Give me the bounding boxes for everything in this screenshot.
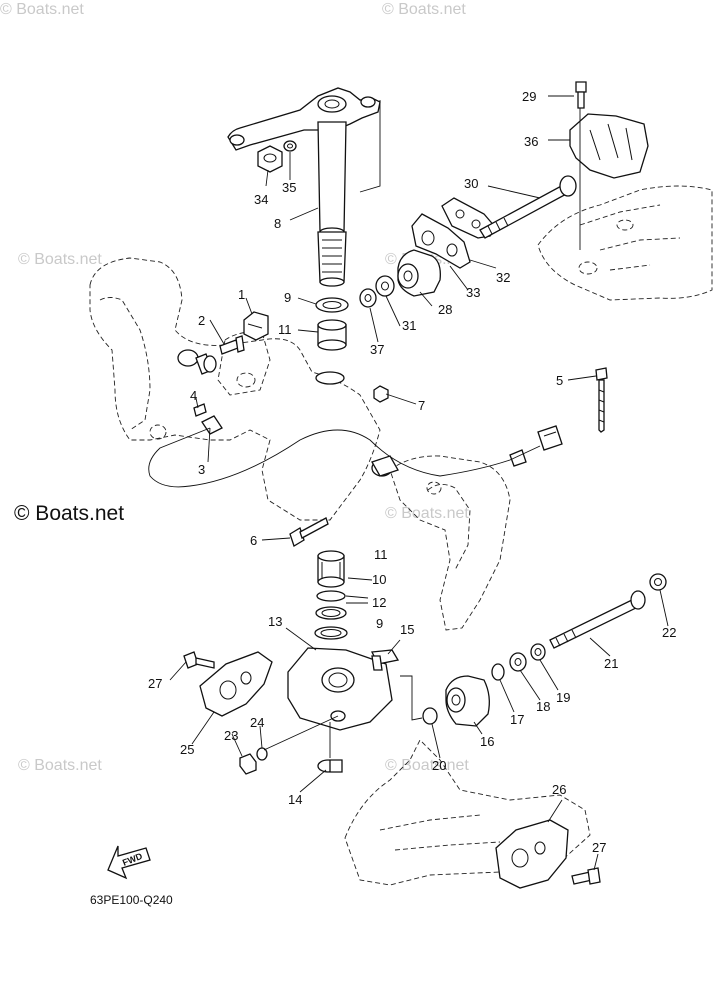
bolt-6 [289,517,329,547]
callout-15: 15 [400,622,414,637]
callout-11-lower: 11 [374,547,388,562]
watermark-layer: © Boats.net © Boats.net © Boats.net © Bo… [0,1,469,774]
housing-outlines [89,185,713,886]
callout-37: 37 [370,342,384,357]
callout-3: 3 [198,462,205,477]
callout-1: 1 [238,287,245,302]
callout-16: 16 [480,734,494,749]
callout-29: 29 [522,89,536,104]
callout-26: 26 [552,782,566,797]
callout-8: 8 [274,216,281,231]
watermark-prominent: © Boats.net [14,502,124,525]
wire-harness [148,403,563,488]
callout-11: 11 [278,322,292,337]
callout-5: 5 [556,373,563,388]
part-code: 63PE100-Q240 [90,893,173,907]
clip-and-bolt [177,311,269,375]
nut-and-washer [257,140,297,173]
upper-bushing [315,297,349,385]
watermark: © Boats.net [18,757,102,774]
watermark: © Boats.net [382,1,466,18]
callout-21: 21 [604,656,618,671]
callout-28: 28 [438,302,452,317]
callout-17: 17 [510,712,524,727]
leader-lines [169,95,669,871]
callout-30: 30 [464,176,478,191]
lower-bracket [287,647,400,731]
fwd-arrow: FWD [107,845,151,880]
lower-bushing-stack [314,550,348,640]
lower-mount-assembly [400,573,667,727]
callout-32: 32 [496,270,510,285]
callout-19: 19 [556,690,570,705]
callout-14: 14 [288,792,302,807]
callout-10: 10 [372,572,386,587]
watermark: © Boats.net [18,251,102,268]
callout-9: 9 [284,290,291,305]
callout-31: 31 [402,318,416,333]
watermark: © Boats.net [0,1,84,18]
callout-9-lower: 9 [376,616,383,631]
callout-12: 12 [372,595,386,610]
mount-cover [569,81,649,250]
callout-18: 18 [536,699,550,714]
right-cover [495,819,601,889]
clamp [317,722,343,773]
callout-25: 25 [180,742,194,757]
long-bolt [479,175,577,239]
small-nut [373,385,389,403]
callout-34: 34 [254,192,268,207]
steering-arm-assembly [227,87,381,287]
callout-27: 27 [148,676,162,691]
callout-20: 20 [432,758,446,773]
callout-4: 4 [190,388,197,403]
watermark: © Boats.net [385,757,469,774]
callout-36: 36 [524,134,538,149]
callout-22: 22 [662,625,676,640]
callout-24: 24 [250,715,264,730]
callout-35: 35 [282,180,296,195]
left-cover [183,651,339,775]
callout-6: 6 [250,533,257,548]
callouts: 1 2 3 4 5 6 7 8 9 11 11 10 12 9 13 14 15… [148,89,676,855]
cable-tie [595,367,608,433]
callout-7: 7 [418,398,425,413]
callout-33: 33 [466,285,480,300]
callout-2: 2 [198,313,205,328]
watermark: © Boats.net [385,505,469,522]
callout-23: 23 [224,728,238,743]
callout-13: 13 [268,614,282,629]
callout-27-right: 27 [592,840,606,855]
